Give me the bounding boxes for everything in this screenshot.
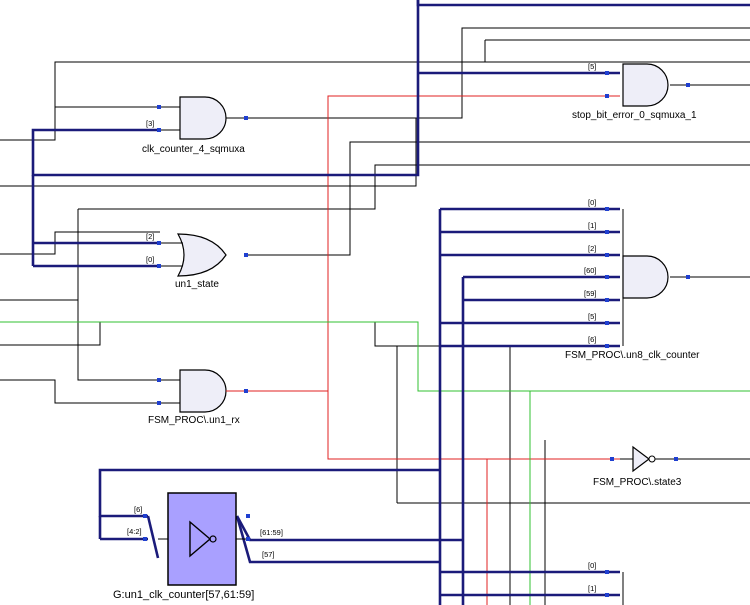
un8-pin-2-label: [1] [588,221,596,230]
clk-counter-pin-2-label: [3] [146,119,154,128]
gate-clk-counter-4-sqmuxa[interactable]: [3] clk_counter_4_sqmuxa [142,96,250,155]
block-in-pin-1-label: [6] [134,505,142,514]
bus-wires [31,0,750,605]
un8-pin-6-label: [5] [588,312,596,321]
un1-clk-counter-label: G:un1_clk_counter[57,61:59] [113,589,254,601]
stop-bit-pin-1-label: [5] [588,62,596,71]
un8-pin-5-label: [59] [584,289,597,298]
gate-un1-state[interactable]: [2] [0] un1_state [146,232,248,290]
signal-wires [0,27,750,605]
bottom-pin-1-label: [0] [588,561,596,570]
green-net [0,321,750,605]
un8-pin-1-label: [0] [588,198,596,207]
fsm-un1-rx-label: FSM_PROC\.un1_rx [148,415,240,426]
block-out-pin-2-label: [57] [262,550,275,559]
gate-stop-bit-error[interactable]: [5] stop_bit_error_0_sqmuxa_1 [572,62,697,121]
un1-state-pin-1-label: [2] [146,232,154,241]
gate-fsm-state3[interactable]: FSM_PROC\.state3 [593,445,682,488]
stop-bit-error-label: stop_bit_error_0_sqmuxa_1 [572,110,697,121]
gate-fsm-un8-clk-counter[interactable]: [0] [1] [2] [60] [59] [5] [6] FSM_PROC\.… [565,198,700,361]
bottom-pin-2-label: [1] [588,584,596,593]
fsm-state3-label: FSM_PROC\.state3 [593,477,682,488]
block-out-pin-1-label: [61:59] [260,528,283,537]
red-net [250,95,620,605]
gate-bottom-partial[interactable]: [0] [1] [588,561,624,605]
un1-state-pin-2-label: [0] [146,255,154,264]
fsm-un8-clk-counter-label: FSM_PROC\.un8_clk_counter [565,350,700,361]
un1-state-label: un1_state [175,279,219,290]
block-in-pin-2-label: [4:2] [127,527,142,536]
block-un1-clk-counter[interactable]: [6] [4:2] [61:59] [57] G:un1_clk_counter… [113,492,283,601]
un8-pin-7-label: [6] [588,335,596,344]
un8-pin-4-label: [60] [584,266,597,275]
un8-pin-3-label: [2] [588,244,596,253]
gate-fsm-un1-rx[interactable]: FSM_PROC\.un1_rx [148,369,250,426]
clk-counter-4-sqmuxa-label: clk_counter_4_sqmuxa [142,144,245,155]
